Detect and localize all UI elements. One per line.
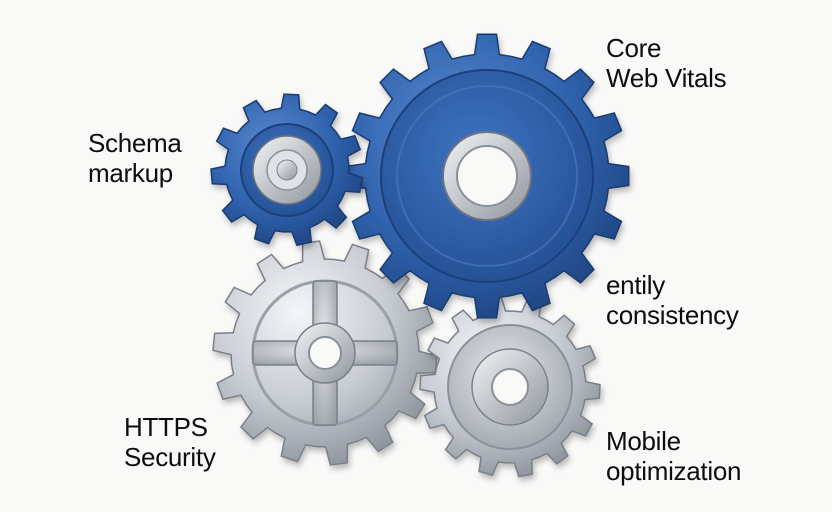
cwv-gear — [344, 33, 630, 319]
label-entity-line2: consistency — [606, 300, 739, 330]
label-mobile-line2: optimization — [606, 456, 742, 486]
label-mobile-line1: Mobile — [606, 426, 681, 456]
label-https-line1: HTTPS — [124, 412, 208, 442]
https-gear — [212, 240, 438, 466]
label-cwv-line1: Core — [606, 33, 662, 63]
label-schema-markup: Schema markup — [88, 128, 182, 188]
label-cwv-line2: Web Vitals — [606, 63, 727, 93]
schema-gear — [210, 93, 364, 247]
label-https-security: HTTPS Security — [124, 412, 216, 472]
label-schema-line1: Schema — [88, 128, 182, 158]
label-mobile-optimization: Mobile optimization — [606, 426, 741, 486]
label-entity-line1: entily — [606, 270, 665, 300]
label-https-line2: Security — [124, 442, 216, 472]
label-entity-consistency: entily consistency — [606, 270, 739, 330]
mobile-gear-hole — [491, 368, 529, 406]
label-core-web-vitals: Core Web Vitals — [606, 33, 727, 93]
label-schema-line2: markup — [88, 158, 173, 188]
cwv-gear-hole — [456, 145, 518, 207]
mobile-gear — [419, 296, 601, 478]
